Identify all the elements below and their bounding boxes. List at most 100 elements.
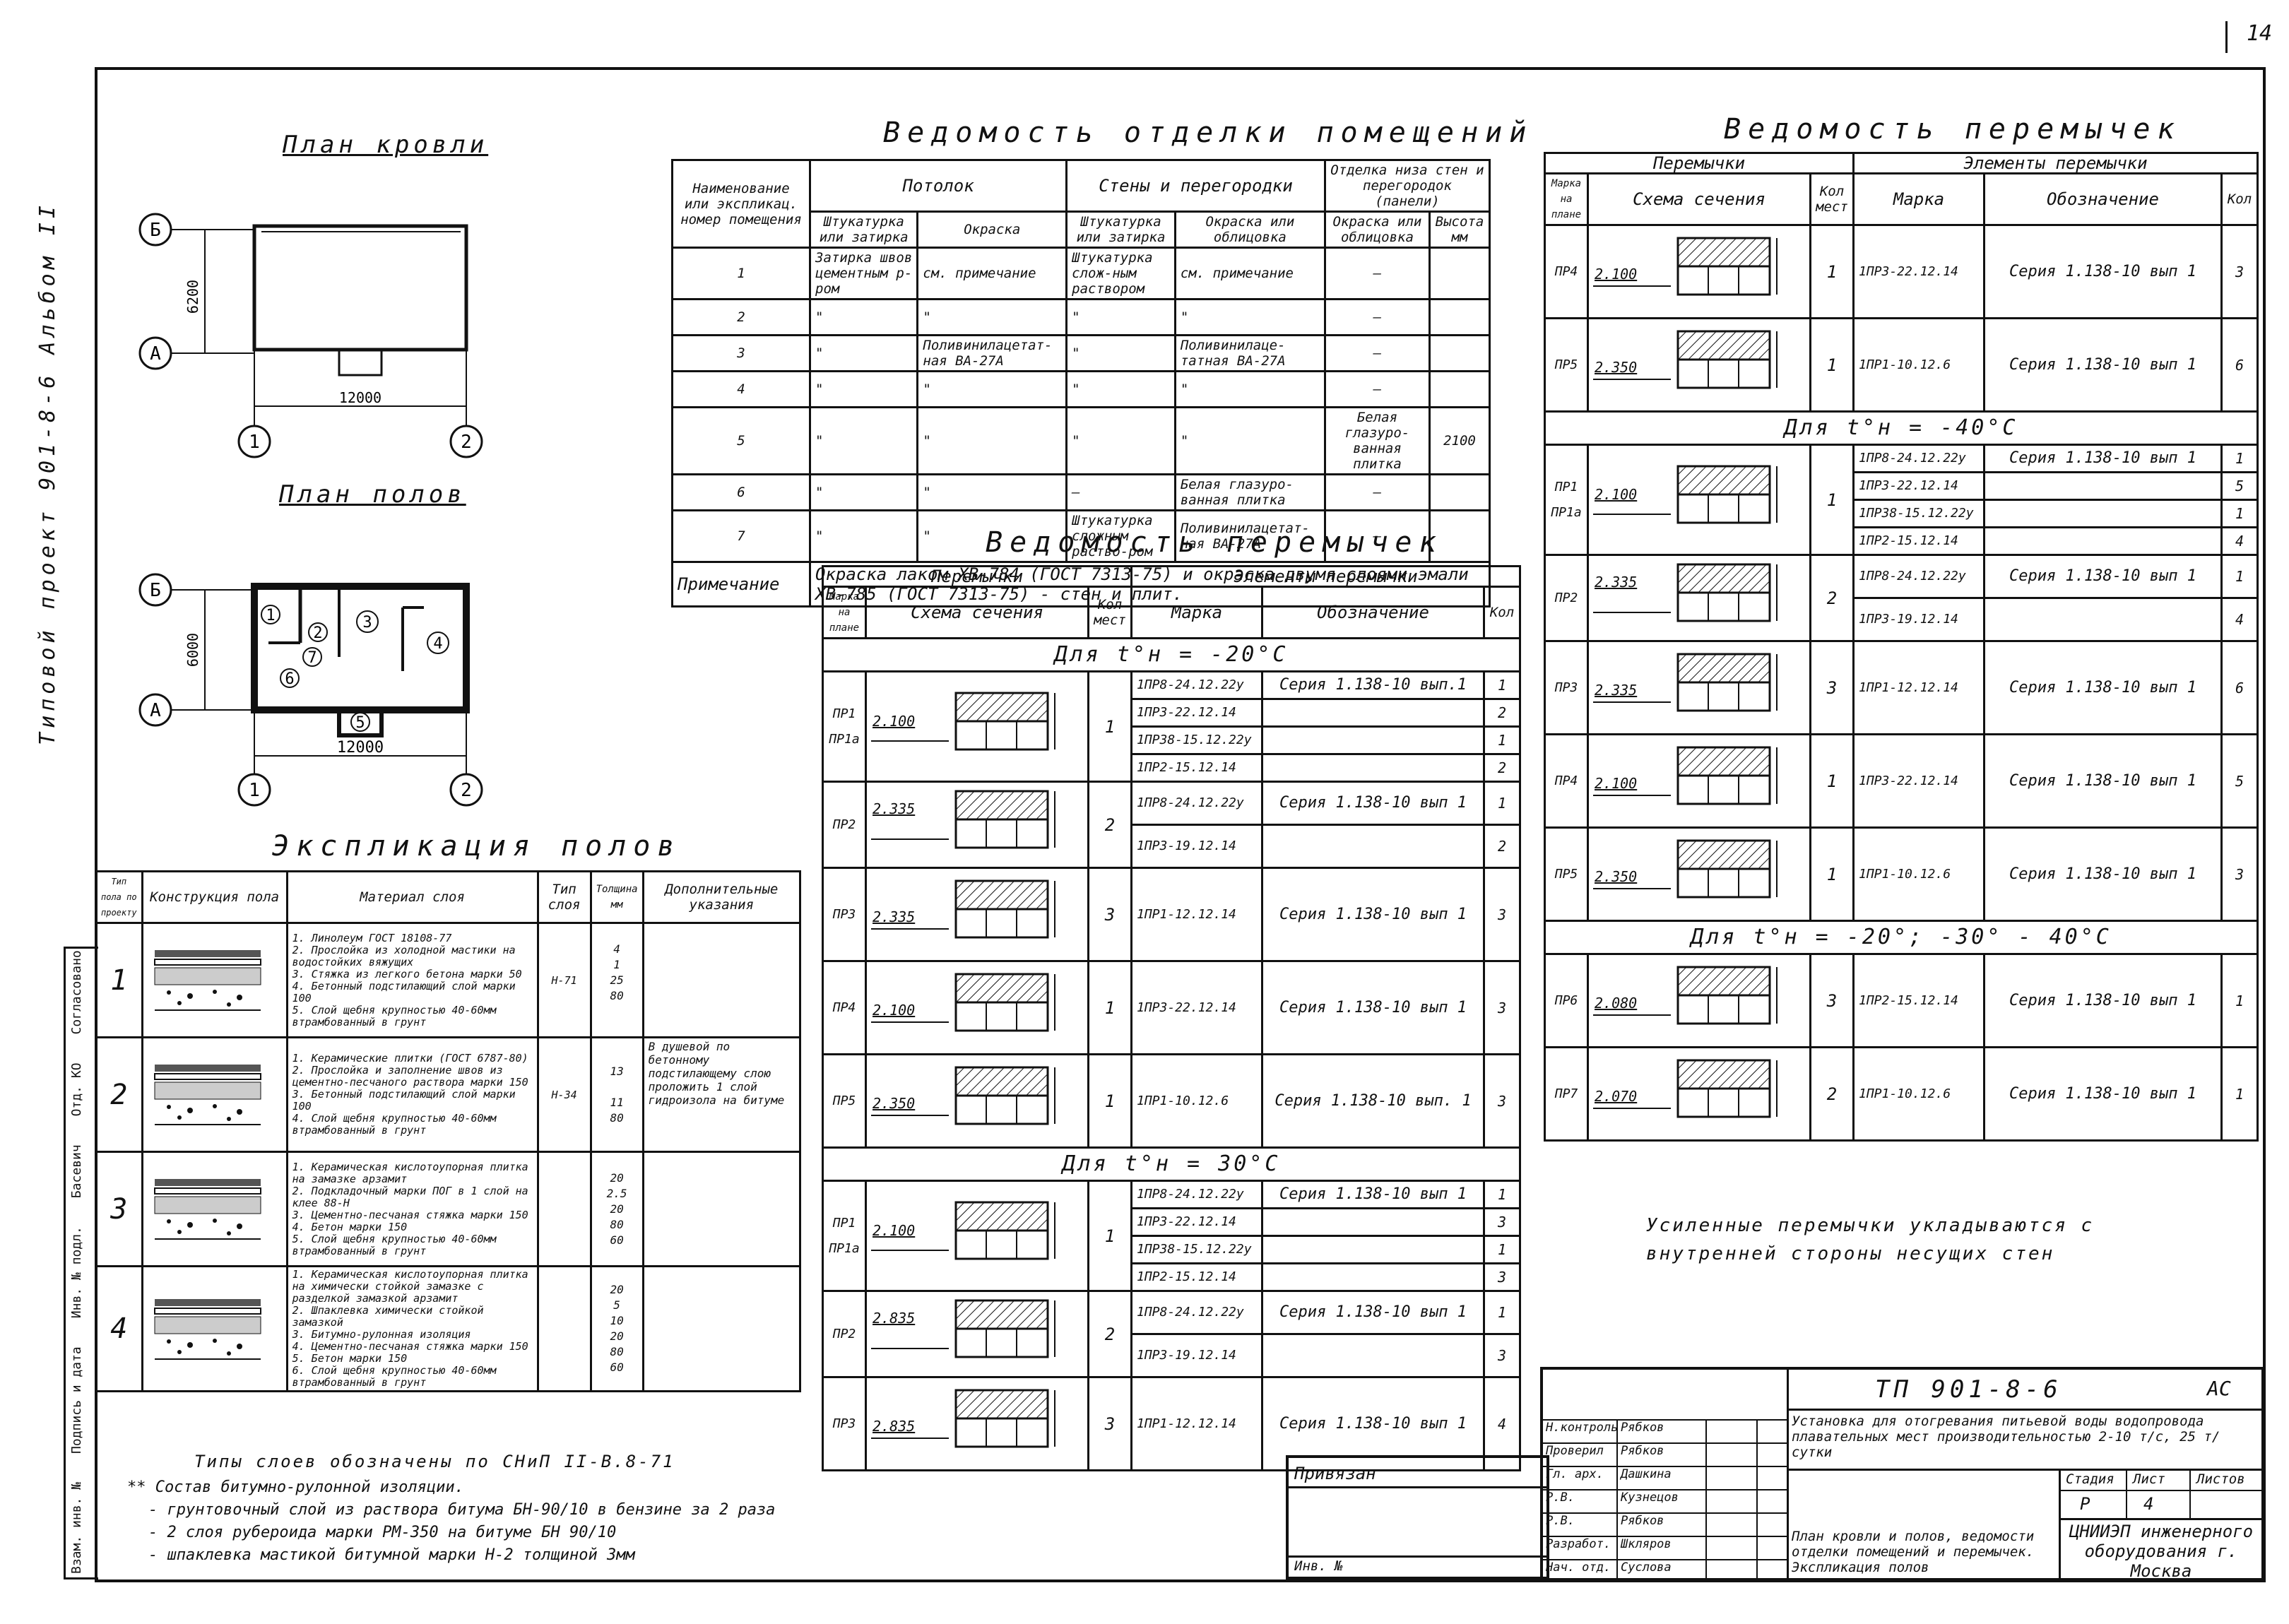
finishing-cell: " (1065, 370, 1176, 408)
person-role: Нач. отд. (1543, 1560, 1618, 1582)
element-qty: 1 (1483, 1180, 1521, 1209)
finishing-cell: " (808, 370, 919, 408)
insulation-notes: ** Состав битумно-рулонной изоляции. - г… (127, 1476, 775, 1567)
finishing-cell: " (1173, 406, 1326, 475)
floor-type: 2 (95, 1036, 143, 1153)
thickness-value: 20 (610, 1329, 624, 1343)
lintel-qty: 3 (1809, 953, 1855, 1048)
element-mark: 1ПР38-15.12.22у (1130, 1235, 1263, 1264)
element-qty: 4 (2220, 597, 2259, 642)
floor-construction (141, 1151, 288, 1267)
material-layer: 5. Слой щебня крупностью 40-60мм втрамбо… (292, 1003, 497, 1029)
section-scheme: 2.335 (1587, 640, 1811, 735)
element-designation (1983, 526, 2223, 556)
thickness-value: 80 (610, 1217, 624, 1231)
insulation-note: - шпаклевка мастикой битумной марки Н-2 … (148, 1546, 635, 1564)
finishing-cell: " (808, 406, 919, 475)
finishing-row: 2""""— (671, 298, 1491, 336)
element-designation: Серия 1.138-10 вып 1 (1983, 224, 2223, 319)
finishing-cell: — (1323, 473, 1431, 511)
element-mark: 1ПР2-15.12.14 (1130, 753, 1263, 783)
section-scheme: 2.350 (1587, 317, 1811, 413)
element-designation (1261, 1207, 1485, 1237)
person-name: Рябков (1618, 1514, 1707, 1536)
thickness-value: 20 (610, 1170, 624, 1185)
head-cell: Потолок (808, 159, 1068, 213)
finishing-cell: " (916, 370, 1068, 408)
material-layer: 3. Бетонный подстилающий слой марки 100 (292, 1088, 516, 1113)
section-scheme: 2.350 (1587, 826, 1811, 922)
material-layer: 1. Керамическая кислотоупорная плитка на… (292, 1268, 528, 1305)
lintel-section-drawing (871, 790, 1055, 849)
lintel-mark: ПР7 (1544, 1046, 1589, 1142)
roof-plan-drawing: Б А 1 2 12000 6200 (138, 213, 483, 458)
element-designation (1261, 1262, 1485, 1292)
room-number: 7 (307, 649, 317, 667)
thickness-value: 20 (610, 1202, 624, 1216)
lintel-qty: 3 (1087, 1376, 1132, 1471)
floor-section-drawing (153, 950, 261, 1011)
lintel-mark: ПР4 (1544, 224, 1589, 319)
elevation-mark: 2.835 (873, 1310, 916, 1327)
finishing-cell: " (808, 509, 919, 563)
element-designation (1261, 1235, 1485, 1264)
element-mark: 1ПР2-15.12.14 (1130, 1262, 1263, 1292)
lintel-section-drawing (871, 1201, 1055, 1260)
thickness-value: 60 (610, 1233, 624, 1247)
stage-label: Стадия (2066, 1471, 2114, 1487)
org-name: ЦНИИЭП инженерного оборудования г. Москв… (2069, 1522, 2254, 1581)
head-cell: Марка (1130, 586, 1263, 639)
axis-label-a: А (150, 343, 161, 364)
lintel-section-drawing (1593, 1059, 1778, 1118)
section-scheme: 2.835 (865, 1290, 1089, 1378)
lintel-mark-label: ПР7 (1554, 1086, 1578, 1101)
lintel-qty: 1 (1087, 960, 1132, 1055)
element-qty: 3 (1483, 1333, 1521, 1378)
finishing-cell: 6 (671, 473, 811, 511)
person-name: Суслова (1618, 1560, 1707, 1582)
lintel-mark: ПР3 (822, 1376, 867, 1471)
lintel-section-drawing (871, 973, 1055, 1032)
finishing-cell: см. примечание (916, 247, 1068, 300)
person-name: Рябков (1618, 1444, 1707, 1466)
head-cell: Окраска или облицовка (1173, 211, 1326, 249)
sidebar-label: Отд. КО (69, 1062, 84, 1117)
floor-type: 1 (95, 922, 143, 1038)
axis-label-b: Б (150, 580, 161, 601)
thickness-value (596, 1004, 638, 1019)
sidebar-label: Басевич (69, 1144, 84, 1199)
head-cell: Окраска (916, 211, 1068, 249)
finishing-cell: " (916, 509, 1068, 563)
material-layer: 1. Линолеум ГОСТ 18108-77 (292, 931, 452, 944)
finishing-row: 4""""— (671, 370, 1491, 408)
element-mark: 1ПР2-15.12.14 (1852, 953, 1985, 1048)
room-number: 1 (266, 607, 275, 624)
lintel-mark: ПР2 (822, 781, 867, 869)
finishing-cell: " (916, 298, 1068, 336)
finishing-cell (1429, 247, 1491, 300)
head-cell: Высота мм (1429, 211, 1491, 249)
element-qty: 3 (1483, 960, 1521, 1055)
lintel-mark-label: ПР1 (1554, 479, 1578, 494)
lintel-section-drawing (1593, 653, 1778, 712)
head-cell: Марка (1852, 172, 1985, 226)
lintel-qty: 1 (1809, 826, 1855, 922)
material-layer: 5. Бетон марки 150 (292, 1352, 408, 1365)
thickness-value: 4 (613, 942, 620, 956)
thickness-value: 1 (613, 957, 620, 971)
insulation-note: - грунтовочный слой из раствора битума Б… (148, 1501, 776, 1519)
element-mark: 1ПР2-15.12.14 (1852, 526, 1985, 556)
stamp-person-row: Нач. отд.Суслова (1543, 1559, 1787, 1582)
element-qty: 1 (1483, 670, 1521, 700)
